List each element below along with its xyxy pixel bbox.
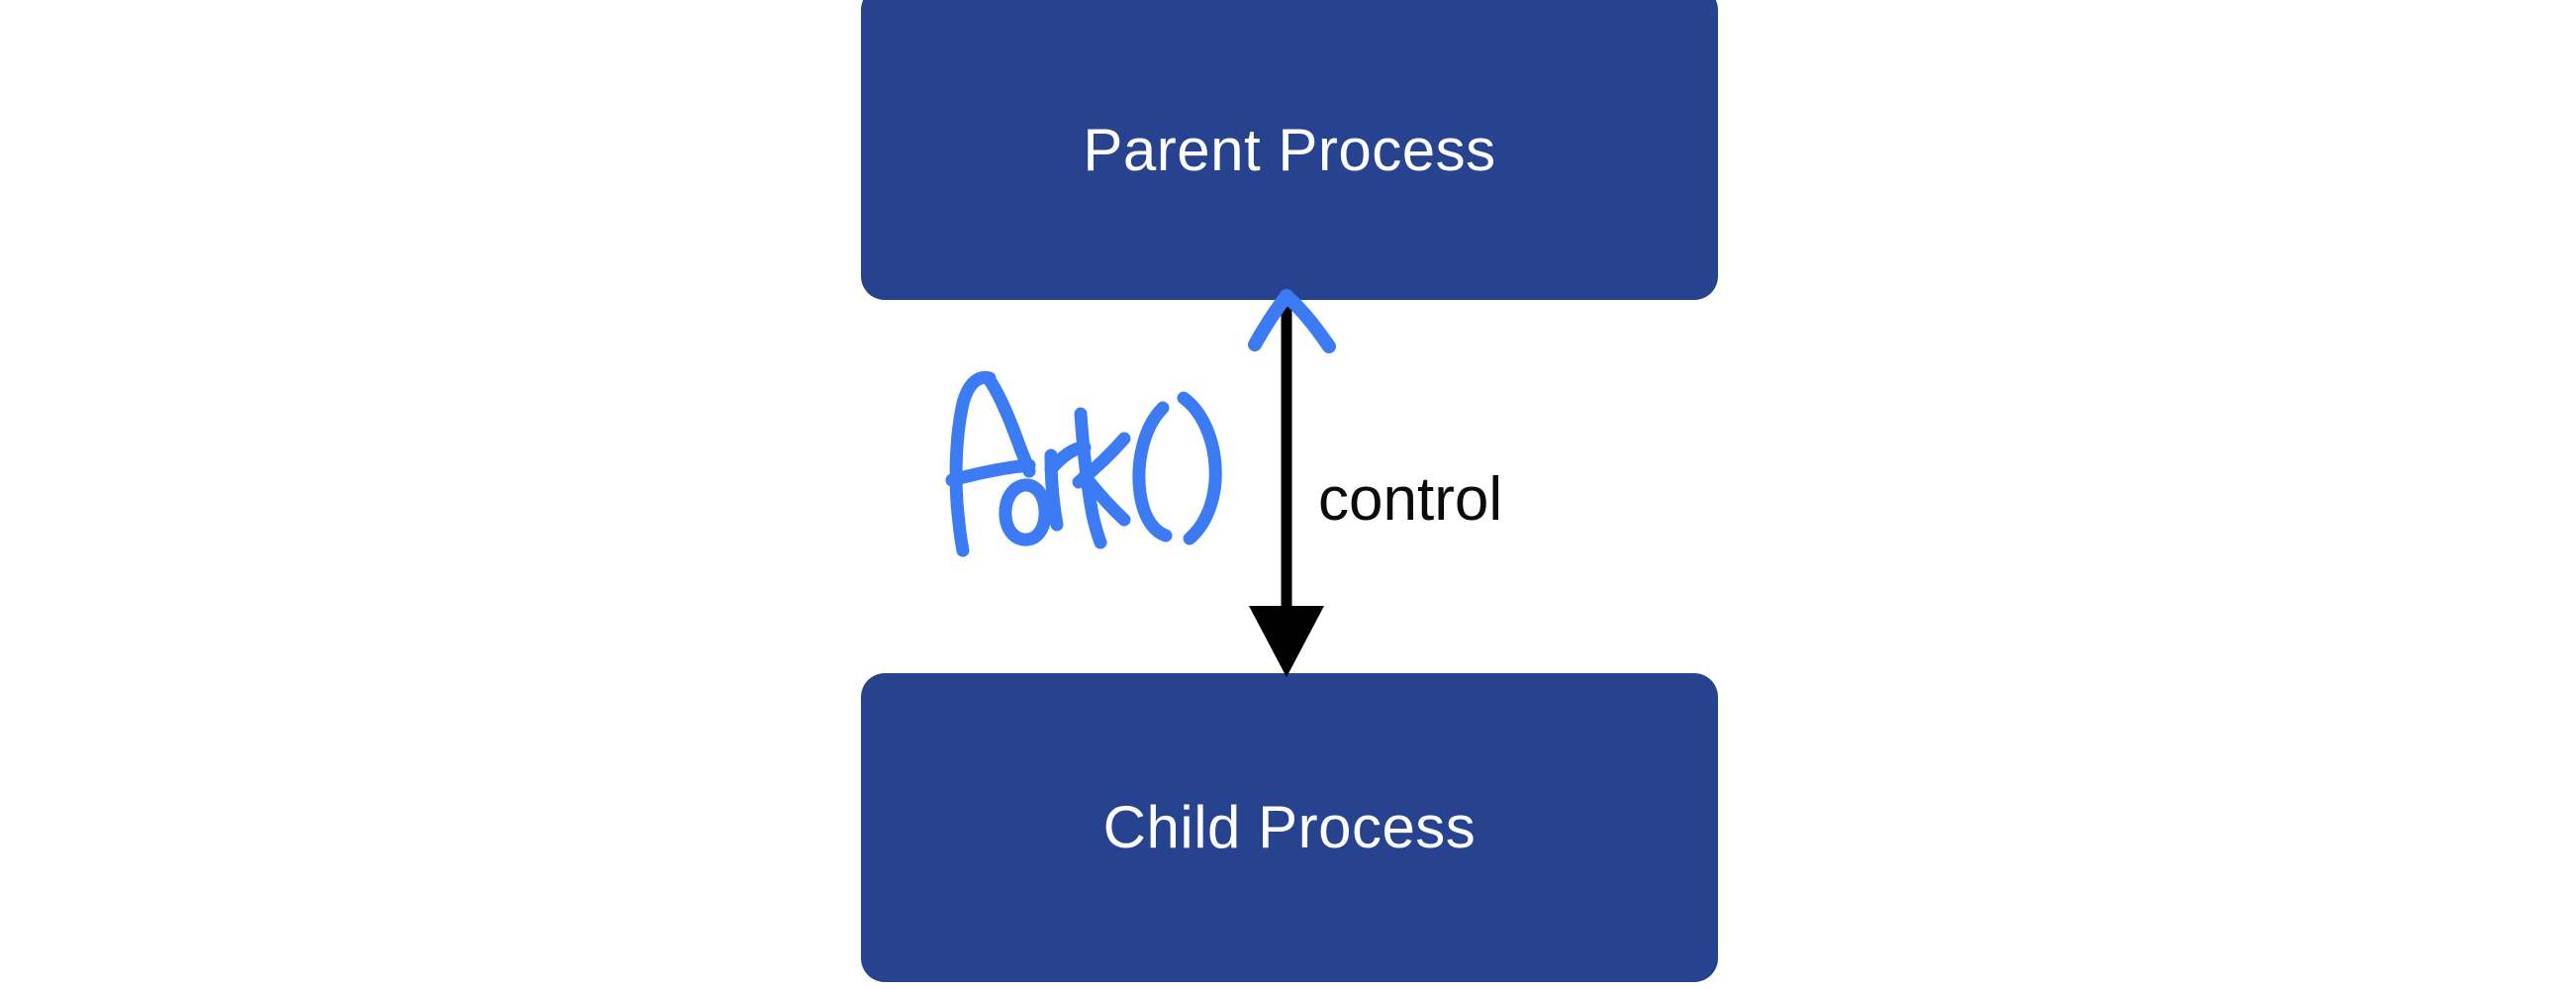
fork-letter-r-shoulder: [1044, 441, 1092, 476]
fork-caret-arrowhead: [1248, 289, 1336, 353]
fork-open-paren: [1132, 401, 1173, 543]
node-parent-process-label: Parent Process: [1083, 116, 1496, 183]
fork-letter-f-upper-sweep: [983, 373, 1036, 478]
node-child-process[interactable]: Child Process: [861, 673, 1718, 982]
fork-letter-r-stem: [1044, 448, 1064, 532]
fork-letter-k-upper-arm: [1072, 432, 1131, 489]
fork-caret-right-stroke: [1280, 289, 1336, 353]
fork-close-paren: [1177, 391, 1222, 545]
node-parent-process[interactable]: Parent Process: [861, 0, 1718, 300]
fork-letter-f-stem: [949, 370, 997, 557]
fork-letter-o: [999, 478, 1052, 546]
control-arrow-head-down: [1249, 606, 1324, 677]
fork-handwriting-annotation: [945, 370, 1222, 557]
fork-letter-k-lower-leg: [1078, 469, 1131, 527]
control-edge-label: control: [1318, 465, 1503, 534]
fork-caret-left-stroke: [1248, 289, 1293, 351]
fork-letter-f-crossbar: [945, 458, 1036, 487]
node-child-process-label: Child Process: [1102, 794, 1477, 860]
fork-letter-k-stem: [1074, 407, 1107, 549]
